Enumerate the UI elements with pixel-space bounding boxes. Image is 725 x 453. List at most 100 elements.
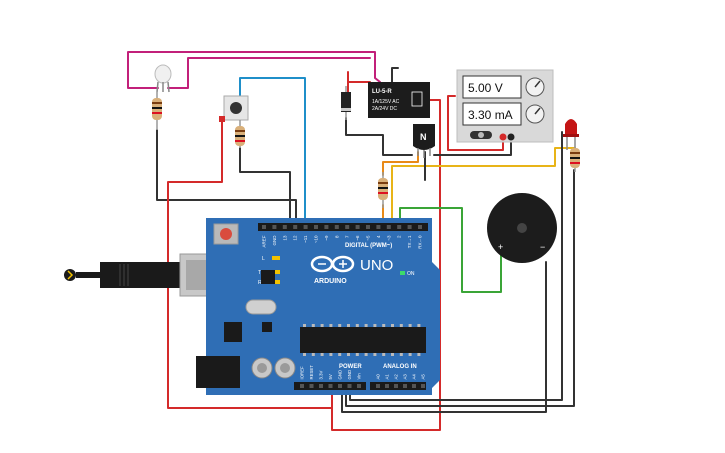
supply-plus-terminal[interactable] [499, 133, 507, 141]
analog-pin-1[interactable] [385, 384, 389, 388]
supply-minus-terminal[interactable] [507, 133, 515, 141]
digital-pin-0[interactable] [262, 225, 266, 229]
piezo-buzzer[interactable]: + − [487, 193, 557, 263]
power-pin-0[interactable] [300, 384, 304, 388]
power-pin-5[interactable] [347, 384, 352, 388]
wires [127, 51, 576, 431]
digital-pin-7[interactable] [334, 225, 339, 229]
digital-pin-3[interactable] [293, 225, 298, 229]
digital-pin-label: ~6 [355, 235, 360, 241]
wire-red-relay[interactable] [347, 71, 371, 93]
wire-black-led[interactable] [156, 129, 297, 223]
power-pin-label: RESET [309, 365, 314, 380]
digital-pin-15[interactable] [418, 225, 422, 229]
digital-pin-label: ~11 [303, 235, 308, 243]
wire-magenta-2[interactable] [167, 57, 371, 89]
analog-pin-label: A2 [394, 374, 399, 380]
wire-black-button[interactable] [239, 147, 291, 223]
wire-black-diode[interactable] [345, 117, 413, 156]
wire-black-gnd-3[interactable] [345, 169, 575, 407]
resistor-led[interactable] [152, 92, 162, 130]
power-pin-label: GND [347, 370, 352, 380]
power-pin-label: Vin [357, 373, 362, 380]
wire-black-gnd-1[interactable] [341, 261, 547, 413]
red-led[interactable] [563, 119, 579, 150]
digital-header [258, 223, 428, 231]
digital-pin-11[interactable] [376, 225, 381, 229]
digital-pin-label: RX←0 [418, 235, 423, 249]
analog-pin-label: A4 [412, 374, 417, 380]
digital-pin-9[interactable] [355, 225, 360, 229]
analog-pin-label: A1 [385, 374, 390, 380]
digital-pin-label: GND [272, 235, 277, 246]
wire-magenta[interactable] [127, 51, 381, 89]
current-knob-icon[interactable] [534, 107, 541, 115]
power-pin-label: IOREF [300, 366, 305, 380]
digital-pin-4[interactable] [303, 225, 308, 229]
rgb-led[interactable] [154, 64, 172, 93]
power-pin-6[interactable] [357, 384, 361, 388]
power-pin-label: 3.3V [319, 371, 324, 380]
arduino-model: UNO [360, 257, 393, 274]
wire-blue-button[interactable] [239, 77, 306, 223]
resistor-red-led[interactable] [570, 146, 580, 172]
wire-black-relay-top[interactable] [391, 67, 399, 83]
digital-pin-label: 4 [376, 235, 381, 238]
analog-pin-2[interactable] [394, 384, 398, 388]
power-pin-1[interactable] [309, 384, 314, 388]
supply-current-display: 3.30 mA [468, 108, 513, 122]
wire-red-right[interactable] [331, 99, 441, 431]
diode[interactable] [341, 86, 351, 120]
resistor-button[interactable] [235, 120, 245, 148]
digital-pin-10[interactable] [366, 225, 370, 229]
wire-black-supply[interactable] [433, 137, 512, 156]
analog-pin-label: A3 [403, 374, 408, 380]
atmega-chip [300, 327, 426, 353]
power-pin-label: GND [338, 370, 343, 380]
transistor-npn[interactable]: N [413, 124, 435, 158]
digital-header-label: DIGITAL (PWM~) [345, 243, 392, 249]
resistor-transistor[interactable] [378, 172, 388, 208]
power-pin-4[interactable] [338, 384, 342, 388]
wire-orange-base[interactable] [382, 151, 419, 176]
voltage-knob-icon[interactable] [534, 80, 541, 88]
buzzer-minus: − [540, 242, 545, 252]
digital-pin-5[interactable] [314, 225, 318, 229]
digital-pin-8[interactable] [345, 225, 350, 229]
analog-pin-label: A0 [376, 374, 381, 380]
digital-pin-2[interactable] [282, 225, 287, 229]
power-pin-2[interactable] [319, 384, 323, 388]
power-jack [196, 356, 240, 388]
digital-pin-13[interactable] [397, 225, 402, 229]
wire-green-buzzer[interactable] [399, 207, 502, 293]
relay[interactable]: LU-5-R 1A/125V AC 2A/24V DC [368, 82, 430, 118]
digital-pin-label: ~3 [386, 235, 391, 241]
power-pin-3[interactable] [328, 384, 333, 388]
analog-pin-5[interactable] [421, 384, 425, 388]
usb-lightning-icon [67, 270, 74, 280]
analog-pin-label: A5 [421, 374, 426, 380]
digital-pin-1[interactable] [272, 225, 277, 229]
led-l-label: L [262, 256, 265, 262]
analog-pin-4[interactable] [412, 384, 416, 388]
digital-pin-12[interactable] [386, 225, 391, 229]
digital-pin-label: 2 [397, 235, 402, 238]
analog-pin-3[interactable] [403, 384, 407, 388]
digital-pin-label: 8 [334, 235, 339, 238]
relay-rating-1: 1A/125V AC [372, 99, 400, 105]
digital-pin-label: AREF [262, 235, 267, 247]
analog-pin-0[interactable] [376, 384, 380, 388]
analog-header-label: ANALOG IN [383, 364, 417, 370]
pushbutton[interactable] [219, 95, 249, 122]
buzzer-plus: + [498, 242, 503, 252]
power-header-label: POWER [339, 364, 362, 370]
power-supply[interactable]: 5.00 V 3.30 mA [456, 69, 554, 143]
digital-pin-6[interactable] [324, 225, 329, 229]
digital-pin-14[interactable] [407, 225, 412, 229]
digital-pin-label: ~10 [314, 235, 319, 243]
supply-voltage-display: 5.00 V [468, 81, 503, 95]
wire-red-supply[interactable] [447, 95, 504, 151]
digital-pin-label: 7 [345, 235, 350, 238]
